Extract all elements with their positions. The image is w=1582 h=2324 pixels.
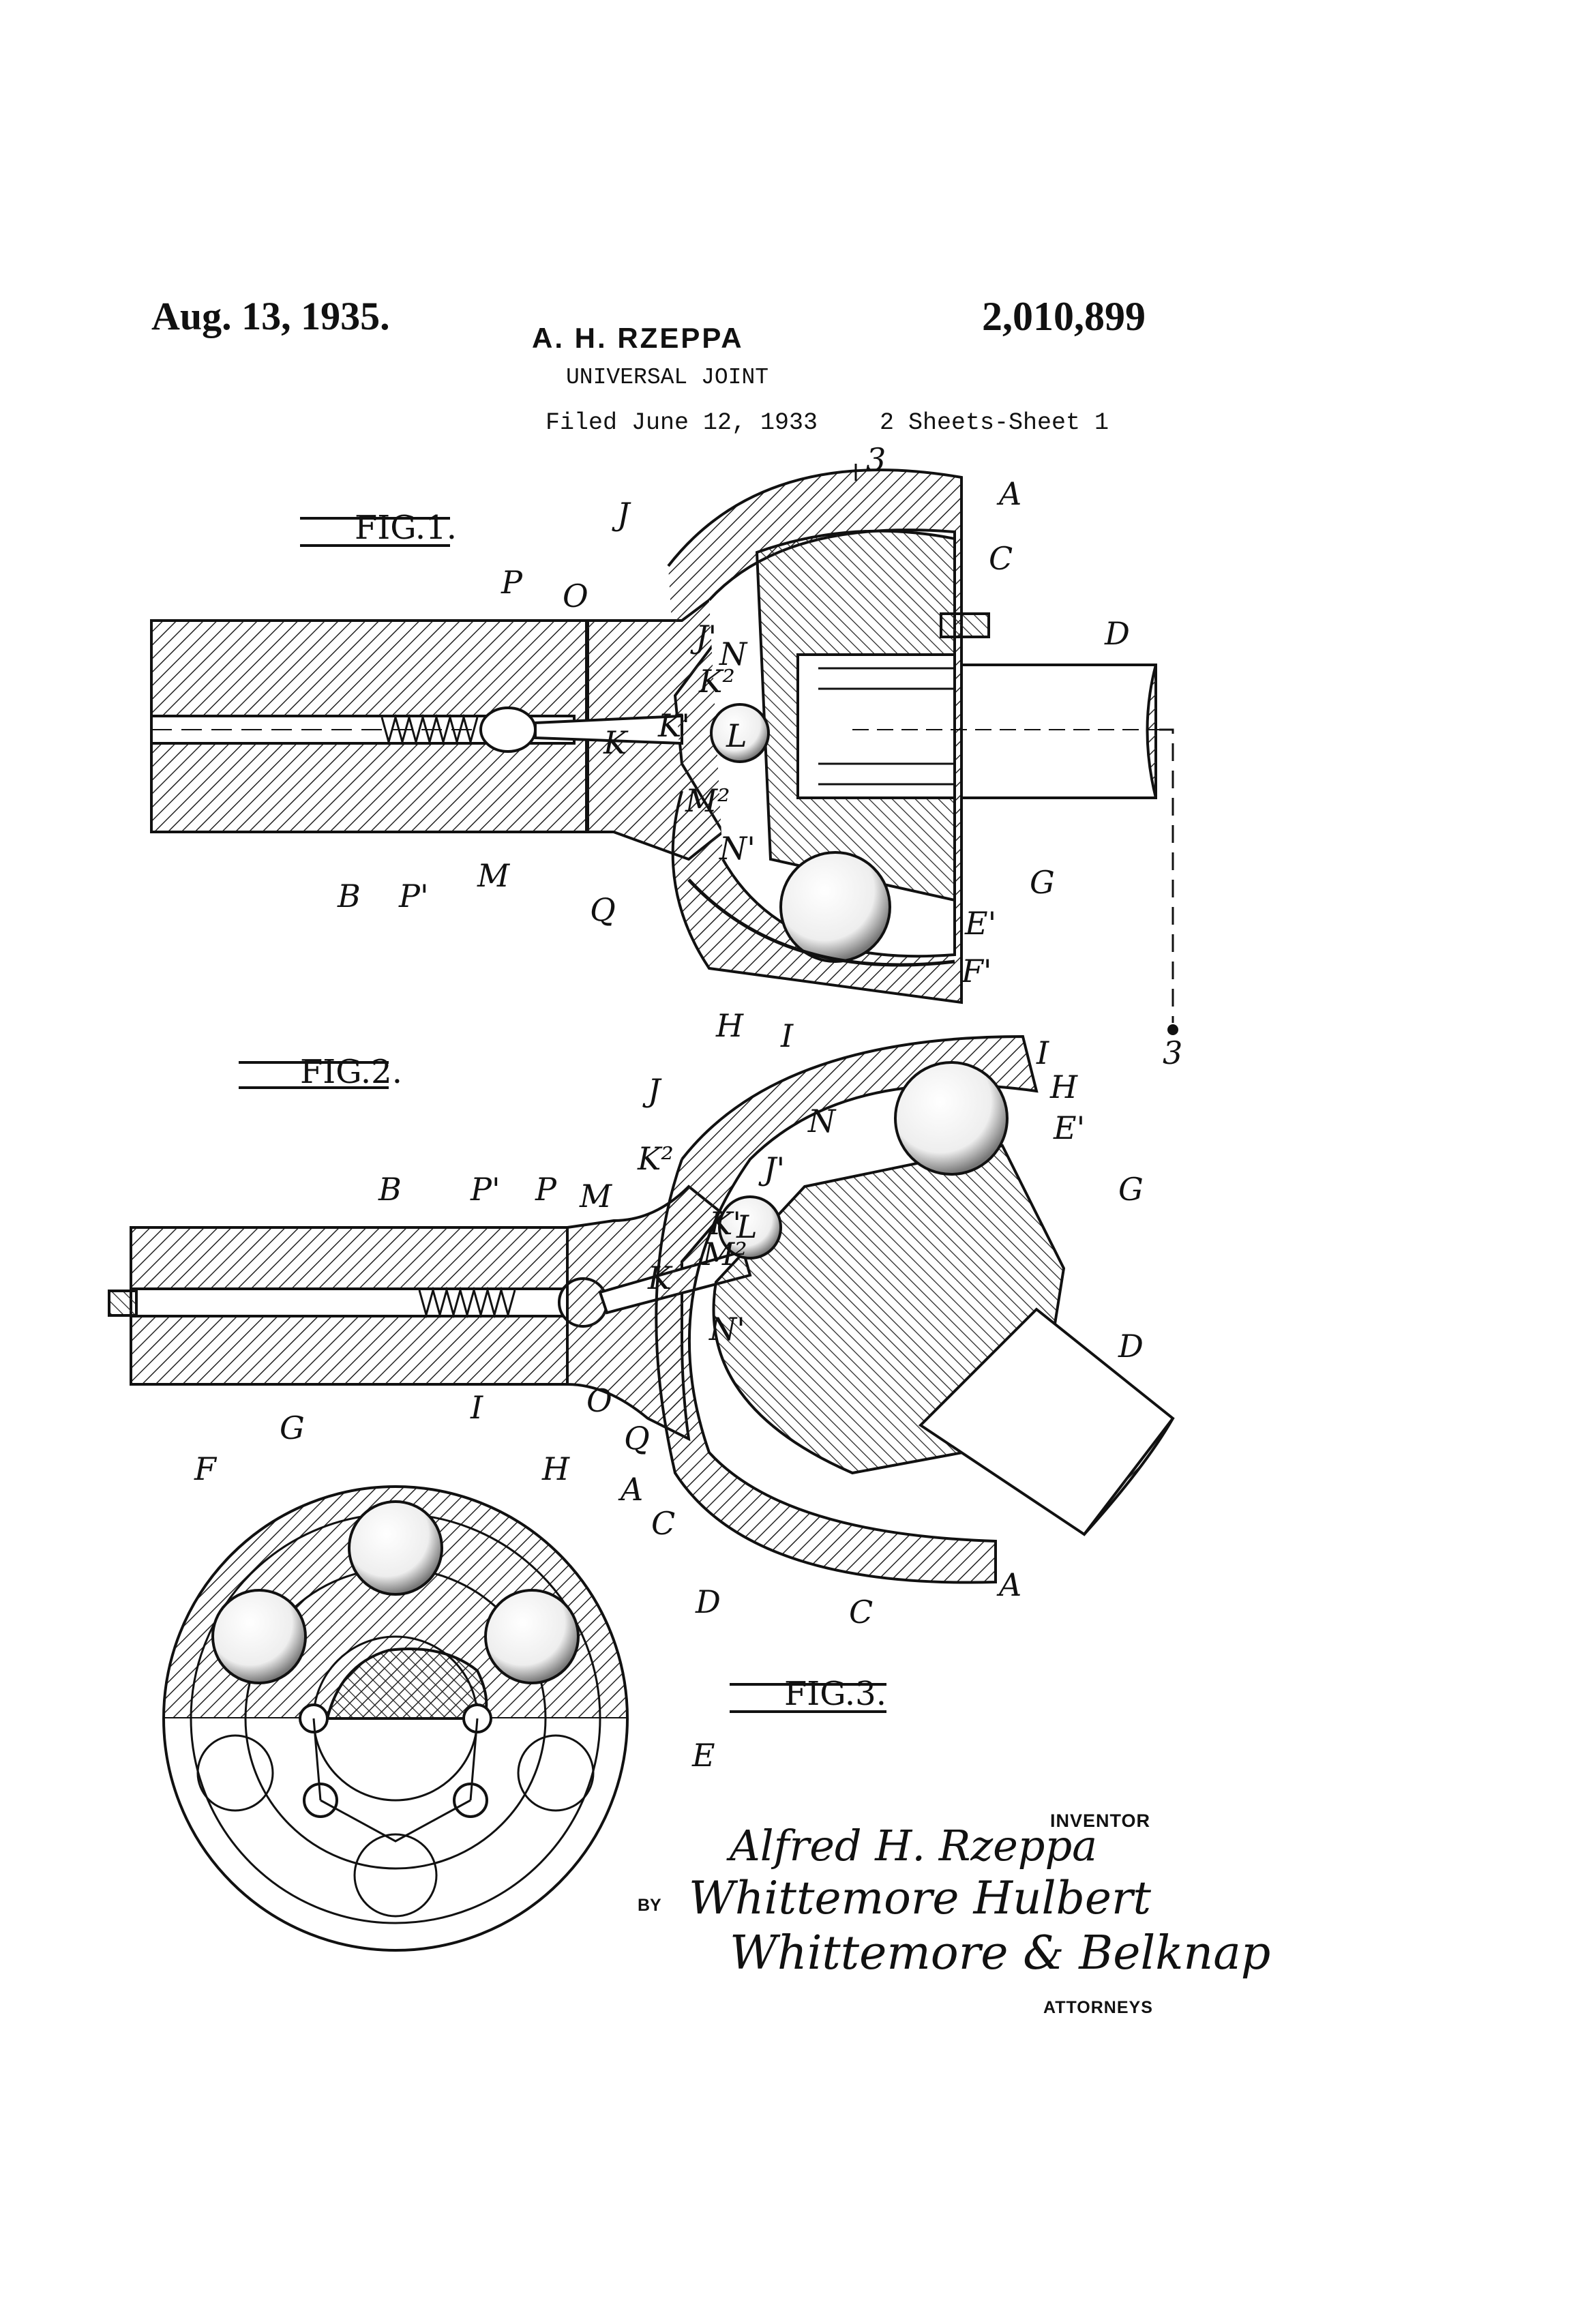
fig2-ref-j: J xyxy=(642,1072,662,1109)
fig3-ref-g: G xyxy=(280,1410,305,1446)
figure-3 xyxy=(164,1487,627,1950)
fig2-ref-e: E' xyxy=(1053,1109,1085,1146)
fig1-ref-o: O xyxy=(563,578,588,614)
fig3-ball-right xyxy=(486,1590,578,1683)
fig1-ref-j: J xyxy=(612,496,631,533)
attorney-signature-1: Whittemore Hulbert xyxy=(689,1872,1151,1924)
fig2-ref-g: G xyxy=(1118,1171,1144,1208)
fig2-label: FIG.2. xyxy=(300,1053,402,1091)
attorney-signature-2: Whittemore & Belknap xyxy=(730,1926,1270,1980)
fig1-ref-m2: M² xyxy=(685,782,730,819)
fig3-ref-h: H xyxy=(541,1450,570,1487)
fig1-ref-i: I xyxy=(780,1017,794,1054)
fig2-ref-j1: J' xyxy=(758,1150,785,1187)
fig1-shaft-d xyxy=(961,665,1156,798)
fig1-ball-i xyxy=(781,852,890,962)
fig3-ref-a: A xyxy=(618,1471,643,1508)
fig1-ref-h: H xyxy=(715,1007,744,1044)
fig1-ref-p1: P' xyxy=(398,878,429,914)
fig1-ref-m: M xyxy=(477,857,511,894)
fig2-ref-m: M xyxy=(579,1178,613,1215)
fig1-ref-n1: N' xyxy=(719,830,756,867)
fig3-ref-i: I xyxy=(470,1389,483,1426)
fig1-ref-g: G xyxy=(1030,864,1055,901)
fig2-ref-k2: K² xyxy=(637,1140,674,1177)
fig1-ref-q: Q xyxy=(590,891,616,928)
fig2-ref-b: B xyxy=(378,1171,402,1208)
attorneys-label: ATTORNEYS xyxy=(1043,1998,1153,2018)
fig3-ref-e: E xyxy=(691,1737,715,1774)
fig2-ref-h: H xyxy=(1049,1069,1078,1105)
fig2-ball-i xyxy=(895,1062,1007,1174)
fig1-ref-k2: K² xyxy=(698,663,735,700)
fig2-ref-m2: M² xyxy=(702,1236,747,1272)
fig3-ball-left xyxy=(213,1590,305,1683)
fig3-label: FIG.3. xyxy=(784,1675,886,1713)
fig1-ref-c: C xyxy=(989,540,1013,577)
fig2-ref-i: I xyxy=(1036,1034,1049,1071)
fig1-ref-d: D xyxy=(1104,615,1130,652)
fig2-ref-n1: N' xyxy=(708,1311,745,1347)
section-mark-top: 3 xyxy=(866,441,886,478)
fig2-ref-d: D xyxy=(1118,1328,1144,1365)
fig3-ball-top xyxy=(349,1502,442,1594)
fig1-label: FIG.1. xyxy=(355,509,457,547)
section-mark-side: 3 xyxy=(1163,1034,1182,1071)
by-label: BY xyxy=(638,1896,661,1916)
fig1-ref-k1: K' xyxy=(657,707,690,744)
fig1-ref-e: E' xyxy=(964,905,996,942)
fig2-ref-p1: P' xyxy=(470,1171,501,1208)
fig1-ref-f: F' xyxy=(961,953,992,989)
fig1-ref-k: K xyxy=(603,724,629,761)
fig2-ref-c: C xyxy=(849,1594,873,1630)
fig3-ref-d: D xyxy=(695,1583,721,1620)
fig2-ref-q: Q xyxy=(624,1420,650,1457)
fig1-ref-a: A xyxy=(996,475,1021,512)
fig2-ref-k: K xyxy=(647,1260,673,1296)
fig2-ref-p: P xyxy=(535,1171,557,1208)
fig1-ref-p: P xyxy=(501,564,523,601)
fig3-ref-c: C xyxy=(651,1505,675,1542)
fig2-ref-o: O xyxy=(586,1382,612,1419)
fig3-ref-f: F xyxy=(194,1450,218,1487)
fig1-ref-b: B xyxy=(337,878,361,914)
inventor-signature: Alfred H. Rzeppa xyxy=(730,1821,1097,1871)
fig2-ref-a: A xyxy=(996,1566,1021,1603)
figure-1 xyxy=(151,464,1177,1034)
fig1-ref-l: L xyxy=(726,717,747,754)
fig2-ref-n: N xyxy=(807,1103,837,1139)
